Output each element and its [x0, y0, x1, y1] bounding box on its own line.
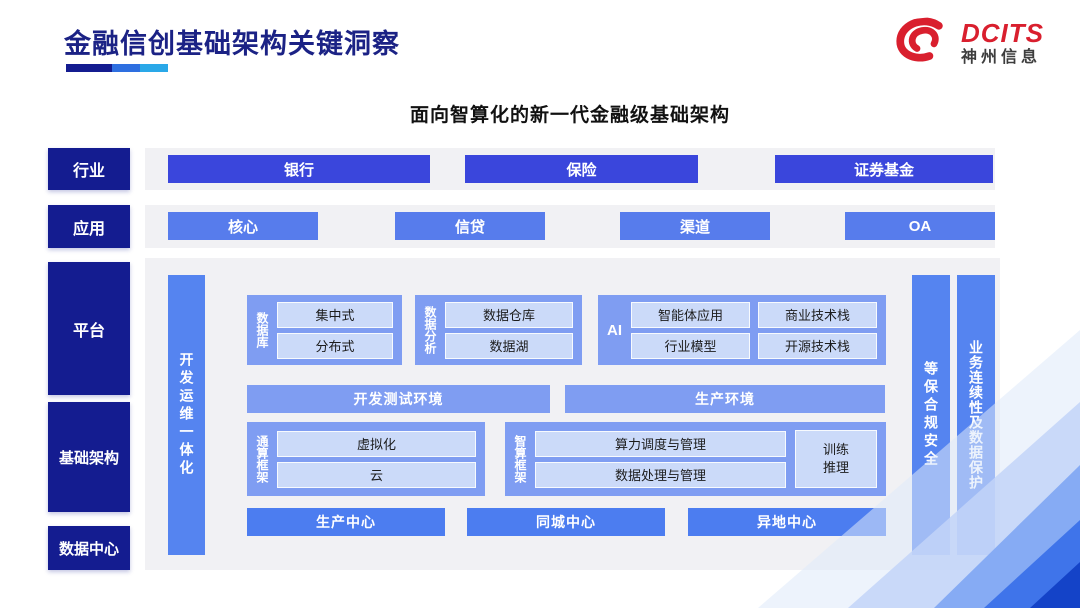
underline-segment [140, 64, 168, 72]
security-compliance-bar: 等保合规安全 [912, 275, 950, 555]
sidebar-item-datacenter: 数据中心 [48, 526, 130, 570]
devops-bar: 开发运维一体化 [168, 275, 205, 555]
industry-bank-box: 银行 [168, 155, 430, 183]
app-oa-box: OA [845, 212, 995, 240]
dcits-logo: DCITS 神州信息 [896, 17, 1044, 69]
app-core-box: 核心 [168, 212, 318, 240]
dev-test-env-bar: 开发测试环境 [247, 385, 550, 413]
intelligent-framework-label: 智算框架 [513, 435, 527, 483]
business-continuity-bar: 业务连续性及数据保护 [957, 275, 995, 555]
training-inference-box: 训练 推理 [795, 430, 877, 488]
sidebar-item-application: 应用 [48, 205, 130, 248]
page-title: 金融信创基础架构关键洞察 [64, 29, 400, 59]
app-credit-box: 信贷 [395, 212, 545, 240]
app-channel-box: 渠道 [620, 212, 770, 240]
data-lake-box: 数据湖 [445, 332, 573, 359]
underline-segment [66, 64, 112, 72]
sidebar-item-industry: 行业 [48, 148, 130, 190]
analytics-group: 数据分析 数据仓库 数据湖 [415, 295, 582, 365]
compute-scheduling-box: 算力调度与管理 [535, 430, 786, 457]
diagram-title: 面向智算化的新一代金融级基础架构 [409, 105, 730, 126]
database-distributed-box: 分布式 [277, 332, 393, 359]
virtualization-box: 虚拟化 [277, 430, 476, 457]
same-city-center-bar: 同城中心 [467, 508, 665, 536]
general-framework-group: 通算框架 虚拟化 云 [247, 422, 485, 496]
ai-group: AI 智能体应用 商业技术栈 行业模型 开源技术栈 [598, 295, 886, 365]
database-group-label: 数据库 [255, 312, 269, 348]
database-centralized-box: 集中式 [277, 301, 393, 328]
dcits-swirl-icon [896, 17, 952, 69]
ai-industry-model-box: 行业模型 [631, 332, 750, 359]
logo-brand: DCITS [961, 18, 1044, 49]
industry-row: 银行 保险 证券基金 [145, 148, 995, 190]
logo-text: DCITS 神州信息 [961, 20, 1044, 66]
title-underline [66, 64, 168, 72]
data-processing-box: 数据处理与管理 [535, 461, 786, 488]
ai-opensource-stack-box: 开源技术栈 [758, 332, 877, 359]
cloud-box: 云 [277, 461, 476, 488]
sidebar-item-platform: 平台 [48, 262, 130, 395]
logo-company: 神州信息 [961, 48, 1042, 66]
data-warehouse-box: 数据仓库 [445, 301, 573, 328]
analytics-group-label: 数据分析 [423, 306, 437, 354]
ai-agent-apps-box: 智能体应用 [631, 301, 750, 328]
platform-panel: 开发运维一体化 等保合规安全 业务连续性及数据保护 数据库 集中式 分布式 数据… [145, 258, 1000, 570]
intelligent-framework-group: 智算框架 算力调度与管理 数据处理与管理 训练 推理 [505, 422, 886, 496]
general-framework-label: 通算框架 [255, 435, 269, 483]
underline-segment [112, 64, 140, 72]
ai-group-label: AI [607, 321, 622, 339]
database-group: 数据库 集中式 分布式 [247, 295, 402, 365]
production-env-bar: 生产环境 [565, 385, 885, 413]
ai-commercial-stack-box: 商业技术栈 [758, 301, 877, 328]
production-center-bar: 生产中心 [247, 508, 445, 536]
sidebar-item-infrastructure: 基础架构 [48, 402, 130, 512]
industry-securities-box: 证券基金 [775, 155, 993, 183]
application-row: 核心 信贷 渠道 OA [145, 205, 995, 248]
remote-center-bar: 异地中心 [688, 508, 886, 536]
industry-insurance-box: 保险 [465, 155, 698, 183]
